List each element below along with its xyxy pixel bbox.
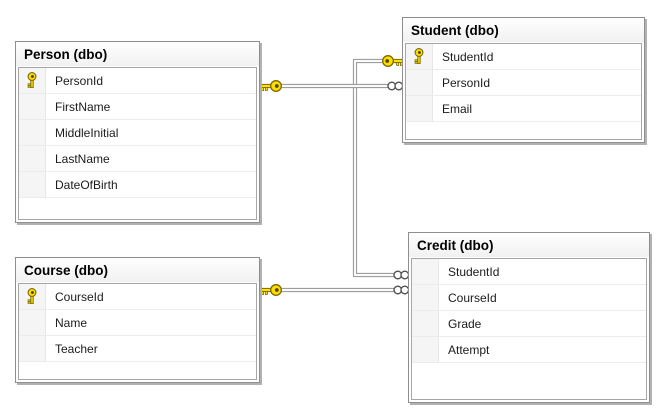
many-infinity-icon [387,81,404,91]
row-selector-cell [412,337,439,362]
row-selector-cell [19,310,46,335]
column-name: Name [55,315,88,330]
column-name: PersonId [442,75,491,90]
column-name: CourseId [448,290,497,305]
table-course-title[interactable]: Course (dbo) [16,258,259,282]
column-row[interactable]: CourseId [19,284,256,310]
column-name: Teacher [55,341,98,356]
column-row[interactable]: Attempt [412,337,646,363]
row-selector-cell [412,285,439,310]
table-credit-columns: StudentId CourseId Grade Attempt [411,258,647,400]
column-name: Grade [448,316,482,331]
column-name: CourseId [55,289,104,304]
row-selector-cell [412,311,439,336]
primary-key-icon [406,44,433,69]
column-name: Email [442,101,473,116]
column-name: PersonId [55,73,104,88]
table-student[interactable]: Student (dbo) StudentId PersonId Email [402,17,645,143]
column-row[interactable]: MiddleInitial [19,120,256,146]
row-selector-cell [19,336,46,361]
column-name: LastName [55,151,110,166]
relationship-student-credit[interactable] [352,58,399,278]
row-selector-cell [412,259,439,284]
column-row[interactable]: StudentId [406,44,641,70]
table-person[interactable]: Person (dbo) PersonId FirstName MiddleIn… [15,41,260,223]
column-row[interactable]: PersonId [406,70,641,96]
column-row[interactable]: Teacher [19,336,256,362]
key-one-icon [259,80,282,92]
column-name: DateOfBirth [55,177,118,192]
column-row[interactable]: LastName [19,146,256,172]
column-row[interactable]: PersonId [19,68,256,94]
row-selector-cell [19,146,46,171]
column-row[interactable]: Grade [412,311,646,337]
row-selector-cell [406,70,433,95]
column-name: StudentId [448,264,500,279]
table-student-columns: StudentId PersonId Email [405,43,642,140]
table-credit[interactable]: Credit (dbo) StudentId CourseId Grade At… [408,232,650,403]
table-person-columns: PersonId FirstName MiddleInitial LastNam… [18,67,257,220]
table-person-title[interactable]: Person (dbo) [16,42,259,66]
row-selector-cell [406,96,433,121]
column-row[interactable]: CourseId [412,285,646,311]
primary-key-icon [19,68,46,93]
row-selector-cell [19,172,46,197]
column-row[interactable]: Name [19,310,256,336]
row-selector-cell [19,120,46,145]
table-credit-title[interactable]: Credit (dbo) [409,233,649,257]
column-name: StudentId [442,49,494,64]
many-infinity-icon [393,270,410,280]
column-row[interactable]: StudentId [412,259,646,285]
column-row[interactable]: Email [406,96,641,122]
row-selector-cell [19,94,46,119]
many-infinity-icon [393,285,410,295]
key-one-icon [382,55,405,67]
table-student-title[interactable]: Student (dbo) [403,18,644,42]
table-course[interactable]: Course (dbo) CourseId Name Teacher [15,257,260,383]
column-name: MiddleInitial [55,125,119,140]
column-row[interactable]: FirstName [19,94,256,120]
column-row[interactable]: DateOfBirth [19,172,256,198]
primary-key-icon [19,284,46,309]
column-name: Attempt [448,342,490,357]
column-name: FirstName [55,99,111,114]
table-course-columns: CourseId Name Teacher [18,283,257,380]
key-one-icon [259,284,282,296]
